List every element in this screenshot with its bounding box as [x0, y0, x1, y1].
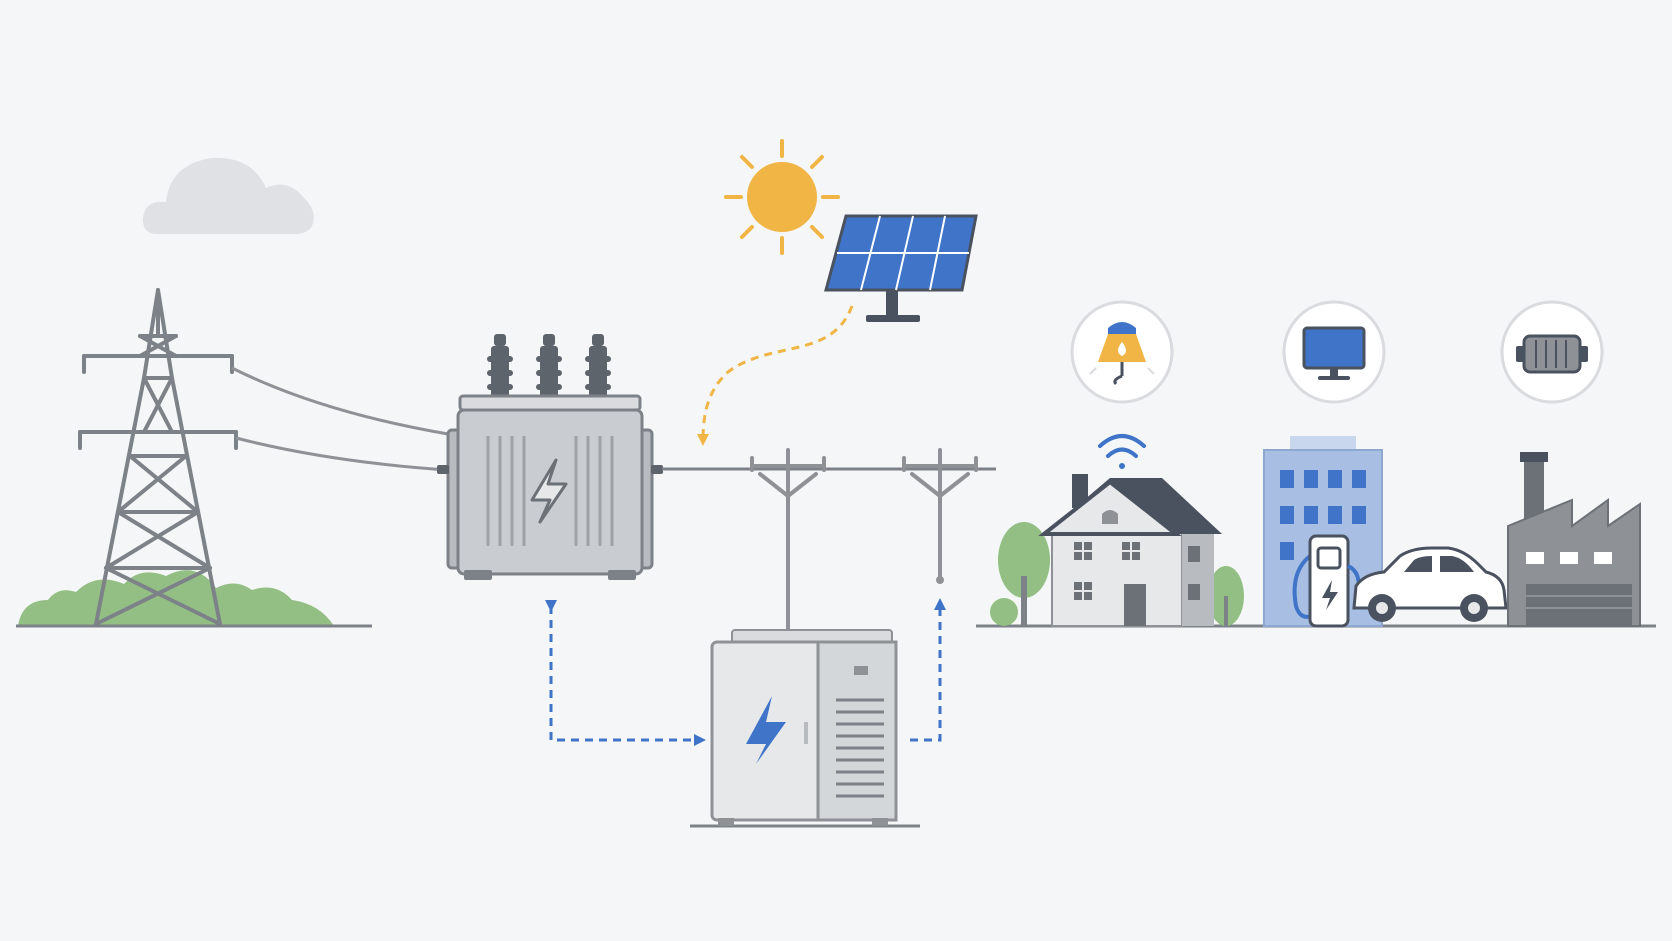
house-icon [1038, 474, 1222, 627]
transformer-icon [437, 334, 663, 580]
motor-icon [1500, 300, 1604, 404]
factory-icon [1507, 452, 1641, 627]
monitor-icon [1282, 300, 1386, 404]
storage-grid-flow [910, 598, 946, 742]
lamp-icon [1070, 300, 1174, 404]
sun-icon [724, 139, 840, 255]
utility-pole-icon [750, 448, 826, 632]
transformer-storage-flow [545, 600, 706, 746]
transmission-tower-icon [78, 288, 238, 626]
lightning-icon [530, 458, 568, 524]
solar-flow-arrow [697, 305, 854, 446]
solar-panel-icon [824, 214, 978, 322]
tree-icon [990, 522, 1050, 626]
foliage-left [18, 570, 334, 626]
utility-pole-icon-2 [902, 448, 978, 584]
car-icon [1352, 546, 1508, 622]
power-lines [231, 366, 449, 472]
wifi-icon [1098, 434, 1146, 469]
cloud-icon [142, 157, 314, 234]
battery-storage-icon [690, 629, 920, 828]
lightning-icon [746, 696, 786, 764]
bush-icon [1208, 566, 1244, 626]
ev-charger-icon [1292, 534, 1361, 628]
